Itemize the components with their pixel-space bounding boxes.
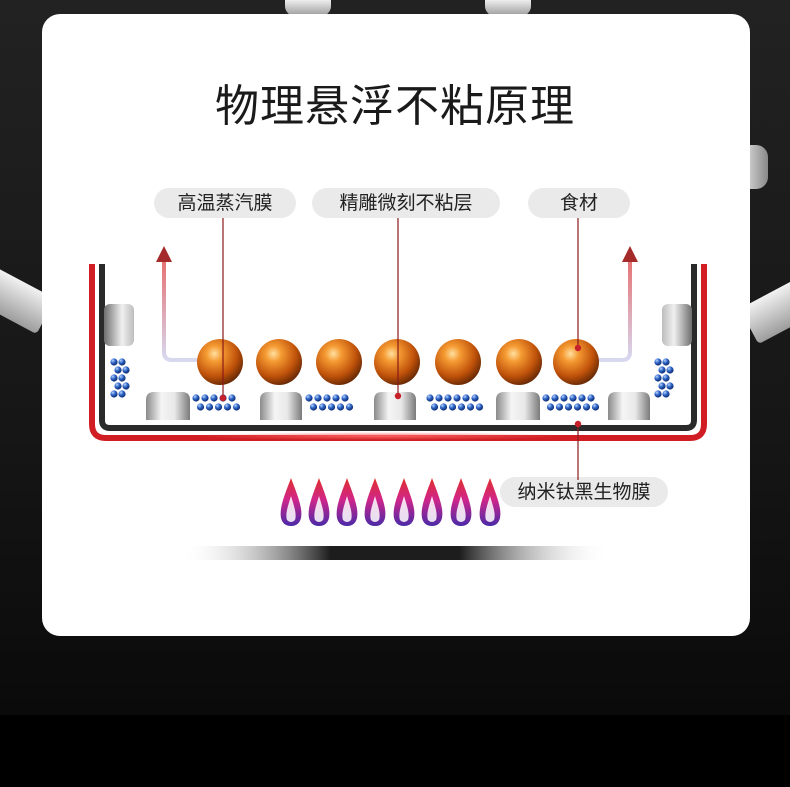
steam-arrow-left [156, 246, 210, 362]
nonstick-bumps [146, 392, 650, 420]
flame-core-6 [427, 496, 437, 522]
flame-core-3 [342, 496, 352, 522]
bubble-cluster-1 [192, 394, 241, 411]
background-bottom-band [0, 715, 790, 787]
wall-bump-right [662, 304, 692, 346]
food-ball-7 [553, 339, 599, 385]
food-ball-1 [197, 339, 243, 385]
background-pot-knob-left [285, 0, 331, 16]
label-food: 食材 [528, 188, 630, 218]
flame-core-4 [370, 496, 380, 522]
bubble-cluster-3 [426, 394, 484, 411]
label-nonstick-layer: 精雕微刻不粘层 [312, 188, 500, 218]
pan-body [89, 264, 707, 441]
steam-arrow-right [596, 246, 638, 362]
bubble-cluster-right-wall [654, 358, 674, 398]
food-ball-5 [435, 339, 481, 385]
food-ball-6 [496, 339, 542, 385]
flame-core-5 [399, 496, 409, 522]
flame-core-2 [314, 496, 324, 522]
food-balls [197, 339, 599, 385]
flame-core-7 [456, 496, 466, 522]
bubble-cluster-4 [542, 394, 600, 411]
food-ball-2 [256, 339, 302, 385]
bubble-cluster-left-wall [110, 358, 130, 398]
page-title: 物理悬浮不粘原理 [215, 81, 575, 132]
label-pointers [219, 218, 582, 480]
flame-core-1 [286, 496, 296, 522]
wall-bump-left [104, 304, 134, 346]
label-steam-film: 高温蒸汽膜 [154, 188, 296, 218]
bubble-cluster-2 [305, 394, 354, 411]
flame-core-8 [485, 496, 495, 522]
food-ball-3 [316, 339, 362, 385]
burner-flames [280, 478, 501, 526]
food-ball-4 [374, 339, 420, 385]
label-bio-film: 纳米钛黑生物膜 [500, 477, 668, 507]
steam-bubbles [110, 358, 674, 411]
background-lid-knob [746, 145, 768, 189]
burner-shadow [180, 546, 610, 560]
background-pot-knob-right [485, 0, 531, 16]
